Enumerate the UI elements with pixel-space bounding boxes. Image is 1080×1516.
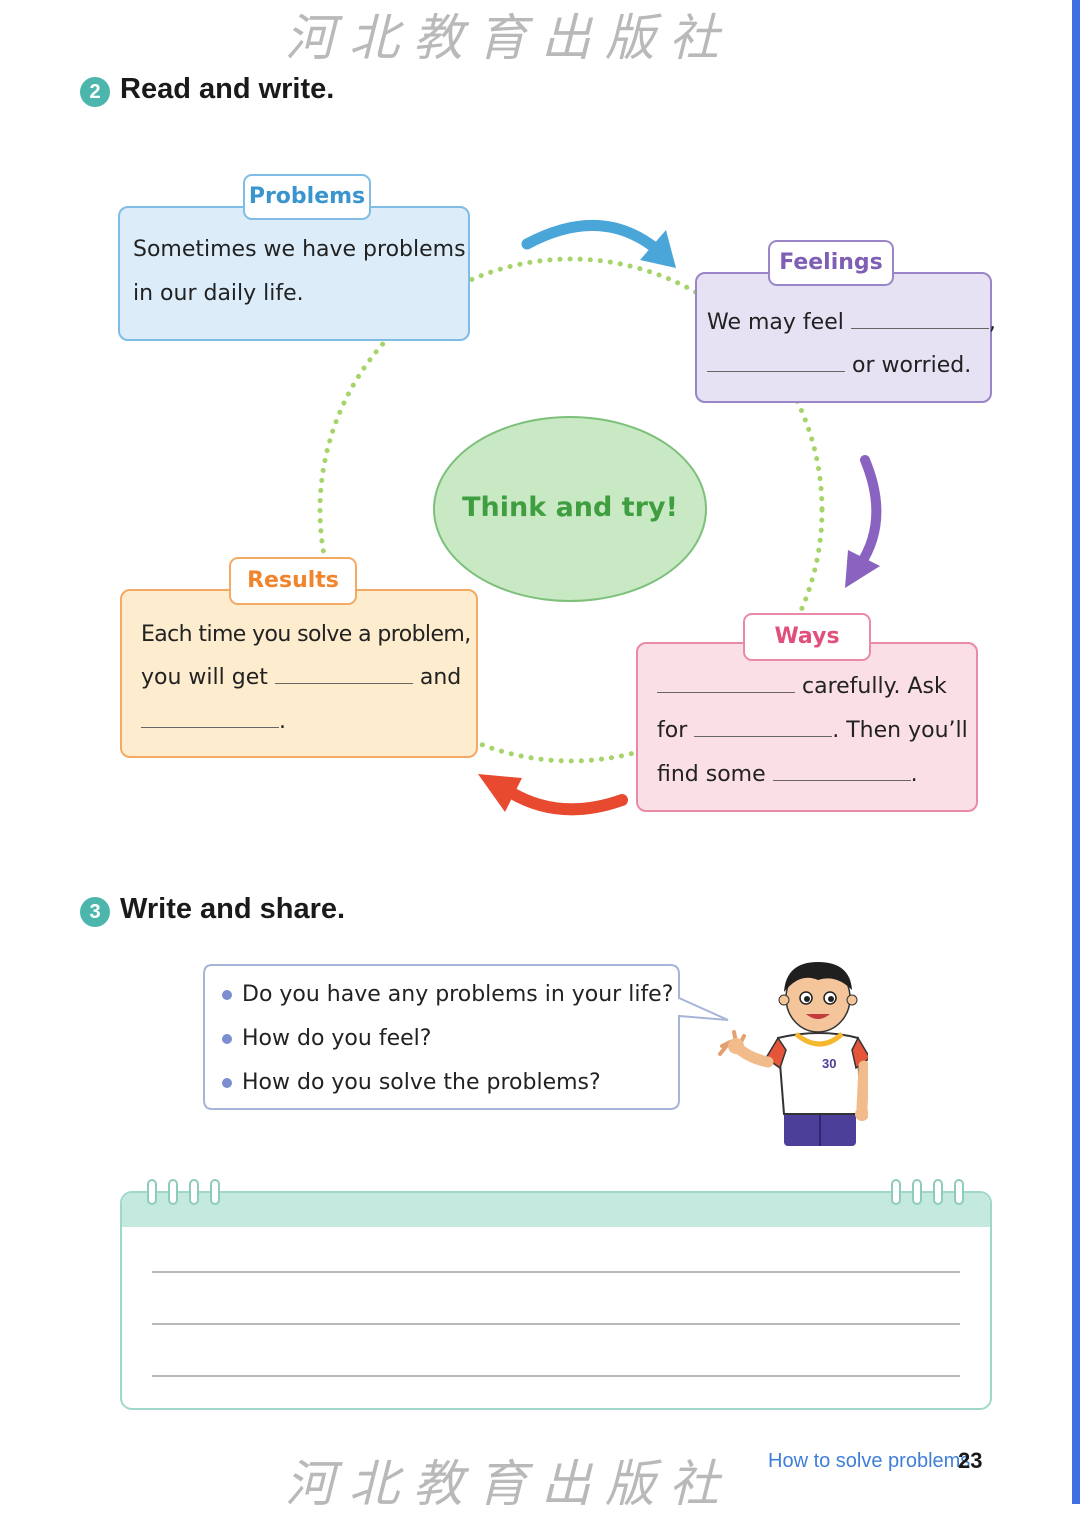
watermark-bottom: 河北教育出版社: [285, 1455, 733, 1513]
results-text-2a: you will get: [141, 665, 268, 690]
section-title: Read and write.: [120, 73, 335, 105]
center-ellipse: [433, 416, 707, 602]
notebook-header-band: [122, 1193, 990, 1227]
writing-line-2[interactable]: [152, 1323, 960, 1325]
problems-tag: Problems: [243, 174, 371, 220]
problems-box: [118, 206, 470, 341]
ways-line-1: carefully. Ask: [657, 674, 947, 699]
writing-line-3[interactable]: [152, 1375, 960, 1377]
writing-notebook[interactable]: [120, 1191, 992, 1410]
question-text-1: Do you have any problems in your life?: [242, 982, 674, 1007]
section-number-badge: 2: [80, 77, 110, 107]
feelings-line-2: or worried.: [707, 353, 971, 378]
question-text-2: How do you feel?: [242, 1026, 432, 1051]
results-text-2b: and: [419, 665, 462, 690]
arrow-feelings-to-ways: [855, 455, 882, 570]
watermark-top: 河北教育出版社: [285, 9, 733, 67]
feelings-blank-2[interactable]: [707, 370, 845, 372]
ways-text-2b: . Then you’ll: [832, 718, 968, 743]
results-tag: Results: [229, 557, 357, 605]
ways-text-2a: for: [657, 718, 688, 743]
page-edge-bar: [1072, 0, 1080, 1504]
ways-text-3a: find some: [657, 762, 766, 787]
page-number: 23: [958, 1448, 983, 1473]
feelings-blank-1[interactable]: [850, 327, 989, 329]
feelings-tag: Feelings: [768, 240, 894, 286]
ways-blank-2[interactable]: [694, 735, 833, 737]
results-blank-2[interactable]: [141, 726, 279, 728]
ways-tag: Ways: [743, 613, 871, 661]
ways-blank-3[interactable]: [772, 779, 911, 781]
arrow-problems-to-feelings: [521, 219, 661, 254]
boy-illustration: 30: [718, 962, 868, 1146]
ways-blank-1[interactable]: [657, 691, 795, 693]
question-item-3: How do you solve the problems?: [222, 1070, 601, 1095]
feelings-text-2: or worried.: [852, 353, 972, 378]
question-item-1: Do you have any problems in your life?: [222, 982, 673, 1007]
question-item-2: How do you feel?: [222, 1026, 431, 1051]
dotted-cycle-ring: [317, 256, 825, 764]
ways-text-1: carefully. Ask: [802, 674, 947, 699]
ways-box: [636, 642, 978, 812]
results-line-1: Each time you solve a problem,: [141, 622, 471, 647]
feelings-box: [695, 272, 992, 403]
feelings-text: We may feel: [707, 310, 844, 335]
arrow-ways-to-results: [504, 786, 628, 816]
results-line-3: .: [141, 709, 286, 734]
results-period: .: [279, 709, 286, 734]
notebook-rings: [147, 1179, 964, 1205]
feelings-comma: ,: [988, 310, 996, 335]
section-number-badge-3: 3: [80, 897, 110, 927]
results-blank-1[interactable]: [274, 682, 413, 684]
section-title-3: Write and share.: [120, 893, 346, 925]
results-box: [120, 589, 478, 758]
feelings-line-1: We may feel ,: [707, 310, 996, 335]
question-text-3: How do you solve the problems?: [242, 1070, 601, 1095]
ways-line-3: find some .: [657, 762, 918, 787]
bullet-icon: [222, 990, 232, 1000]
bullet-icon: [222, 1034, 232, 1044]
ways-line-2: for . Then you’ll: [657, 718, 968, 743]
speech-bubble: [203, 964, 729, 1110]
problems-line-1: Sometimes we have problems: [133, 237, 466, 262]
writing-line-1[interactable]: [152, 1271, 960, 1273]
results-line-2: you will get and: [141, 665, 461, 690]
bullet-icon: [222, 1078, 232, 1088]
jersey-number: 30: [822, 1056, 836, 1071]
center-label: Think and try!: [462, 492, 678, 523]
problems-line-2: in our daily life.: [133, 281, 304, 306]
footer-chapter-title: How to solve problems: [768, 1450, 971, 1472]
ways-text-3b: .: [910, 762, 918, 787]
